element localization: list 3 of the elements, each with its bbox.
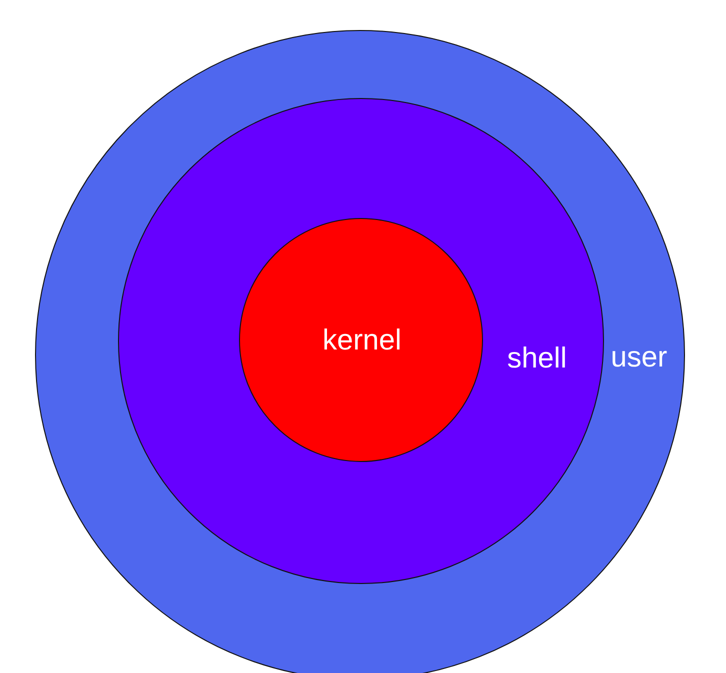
ring-label: shell <box>507 344 567 374</box>
ring-label: user <box>610 344 668 372</box>
ring-label: kernel <box>322 326 402 356</box>
